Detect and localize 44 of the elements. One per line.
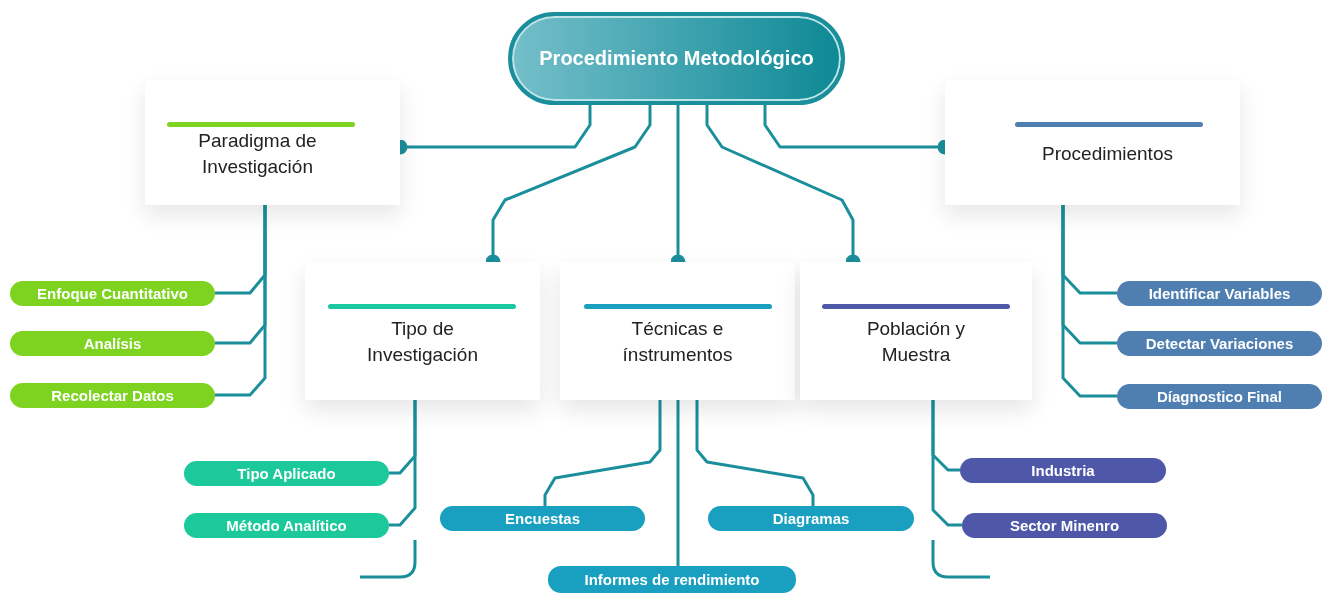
topic-card xyxy=(945,80,1240,205)
topic-label: Paradigma de Investigación xyxy=(197,128,318,179)
connector-line xyxy=(543,400,662,506)
subtopic-pill xyxy=(1117,281,1322,306)
topic-label: Procedimientos xyxy=(1042,141,1173,166)
subtopic-pill xyxy=(10,331,215,356)
topic-card xyxy=(305,262,540,400)
subtopic-pill xyxy=(960,458,1166,483)
subtopic-label: Recolectar Datos xyxy=(51,387,174,404)
subtopic-label: Industria xyxy=(1031,462,1095,479)
subtopic-label: Identificar Variables xyxy=(1148,285,1291,302)
connector-line xyxy=(676,400,680,566)
topic-label: Población y Muestra xyxy=(865,317,967,367)
subtopic-label: Analísis xyxy=(83,335,142,352)
connector-line xyxy=(389,400,417,527)
subtopic-label: Enfoque Cuantitativo xyxy=(37,285,188,302)
subtopic-pill xyxy=(184,513,389,538)
subtopic-label: Detectar Variaciones xyxy=(1145,335,1294,352)
subtopic-pill xyxy=(1117,331,1322,356)
subtopic-label: Encuestas xyxy=(504,510,580,527)
topic-label: Tipo de Investigación xyxy=(366,317,479,367)
topic-card xyxy=(145,80,400,205)
connector-line xyxy=(695,400,815,506)
subtopic-label: Diagramas xyxy=(772,510,850,527)
subtopic-pill xyxy=(184,461,389,486)
connector-line xyxy=(931,400,962,527)
subtopic-label: Díagnostico Final xyxy=(1157,388,1282,405)
subtopic-pill xyxy=(962,513,1167,538)
connector-line xyxy=(215,205,267,397)
subtopic-label: Tipo Aplicado xyxy=(237,465,336,482)
subtopic-pill xyxy=(708,506,914,531)
subtopic-pill xyxy=(10,281,215,306)
topic-card xyxy=(800,262,1032,400)
topic-label: Técnicas e ínstrumentos xyxy=(621,317,734,367)
connector-line xyxy=(1061,205,1117,398)
subtopic-label: Sector Minenro xyxy=(1009,517,1120,534)
subtopic-label: Informes de rendimiento xyxy=(584,571,760,588)
subtopic-pill xyxy=(10,383,215,408)
subtopic-label: Método Analítico xyxy=(226,517,347,534)
topic-card xyxy=(560,262,795,400)
subtopic-pill xyxy=(548,566,796,593)
title-text: Procedimiento Metodológico xyxy=(539,47,814,70)
subtopic-pill xyxy=(440,506,645,531)
subtopic-pill xyxy=(1117,384,1322,409)
